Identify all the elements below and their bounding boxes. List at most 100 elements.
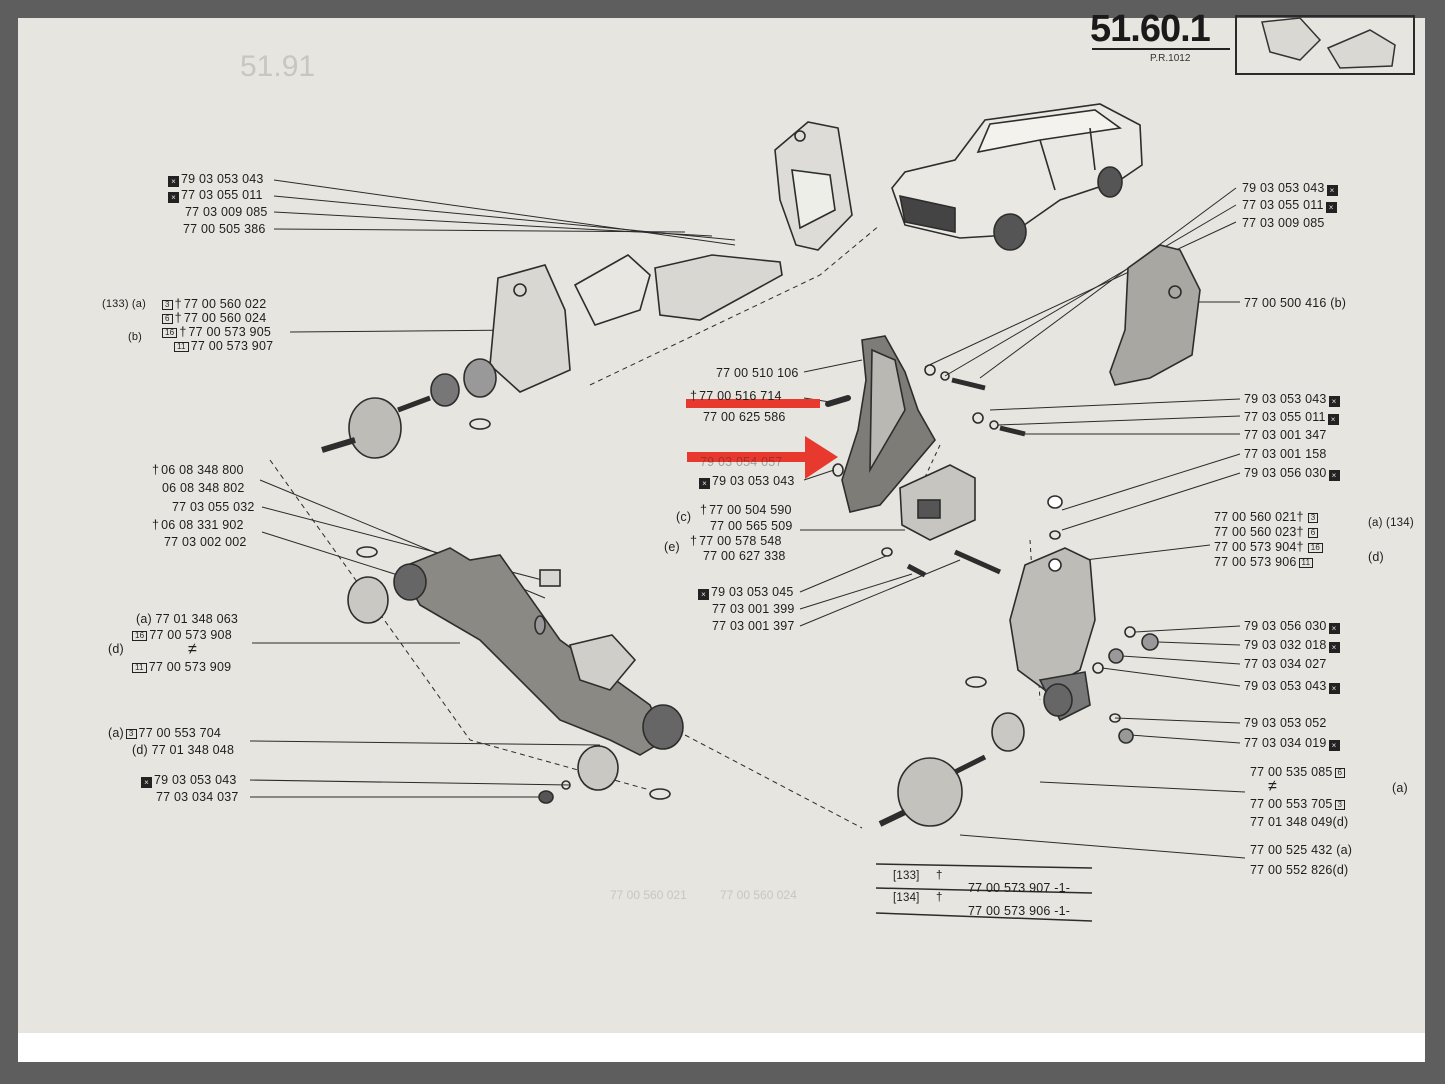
leader-line (924, 221, 1237, 368)
callout-label: 77 03 001 158 (1244, 447, 1327, 461)
cross-icon: † (936, 892, 943, 904)
callout-label: 77 00 627 338 (703, 549, 786, 563)
callout-label: 16†77 00 573 905 (160, 325, 271, 340)
leader-line (989, 398, 1241, 411)
catalog-page (18, 18, 1425, 1062)
leader-line (273, 228, 686, 233)
callout-tag: (e) (664, 540, 680, 554)
callout-label: 77 00 552 826(d) (1250, 863, 1349, 877)
cross-box-icon: × (699, 478, 710, 489)
leader-line (249, 779, 571, 786)
annotation-arrow-shaft (687, 452, 807, 462)
callout-label: 77 03 055 011× (1244, 410, 1341, 425)
leader-line (799, 559, 961, 627)
table-rule (875, 912, 1093, 922)
callout-label: (a) 77 01 348 063 (136, 612, 239, 626)
annotation-arrows (686, 399, 838, 479)
leader-line (1114, 717, 1241, 724)
callout-label: 79 03 054 057 (700, 455, 783, 469)
callout-label: †06 08 331 902 (152, 518, 244, 532)
callout-tag: (b) (128, 331, 143, 343)
header-thumbnail-frame (1235, 15, 1415, 75)
cross-box-icon: × (1327, 414, 1339, 425)
cross-box-icon: × (1328, 683, 1340, 694)
leader-line (1121, 655, 1241, 665)
callout-label: 77 03 055 032 (172, 500, 255, 514)
callout-tag: (d) (108, 642, 124, 656)
leader-line (803, 359, 863, 373)
annotation-arrowhead (805, 436, 838, 479)
cross-box-icon: × (1326, 185, 1338, 196)
callout-label: 77 00 560 021†3 (1214, 510, 1320, 525)
right-heat-shield (1109, 244, 1201, 386)
cross-box-icon: × (1328, 740, 1340, 751)
callout-label: 6†77 00 560 024 (160, 311, 266, 326)
section-number: 51.60.1 (1090, 8, 1211, 50)
bleed-through-text: 77 00 560 021 (610, 888, 687, 902)
callout-label: 77 03 002 002 (164, 535, 247, 549)
leader-line (959, 834, 1246, 859)
leader-line (1134, 625, 1241, 633)
cross-box-icon: × (168, 192, 179, 203)
callout-label: †77 00 578 548 (690, 534, 782, 548)
callout-label: 79 03 053 043× (1244, 679, 1342, 694)
callout-label: 79 03 053 043× (1242, 181, 1340, 196)
callout-label: 77 00 625 586 (703, 410, 786, 424)
leader-line (1039, 781, 1246, 793)
callout-label: 77 03 001 397 (712, 619, 795, 633)
callout-tag: (d) (1368, 550, 1384, 564)
callout-label: 77 00 565 509 (710, 519, 793, 533)
callout-label: 79 03 032 018× (1244, 638, 1342, 653)
callout-label: 77 03 001 347 (1244, 428, 1327, 442)
mount-plate-top (774, 121, 853, 251)
callout-label: †06 08 348 800 (152, 463, 244, 477)
callout-label: 79 03 056 030× (1244, 466, 1342, 481)
assembly-line (589, 224, 881, 386)
callout-label: ×79 03 053 043 (139, 773, 237, 788)
page-reference: P.R.1012 (1150, 53, 1191, 64)
leader-line (273, 211, 713, 237)
cross-box-icon: × (1328, 623, 1340, 634)
cross-box-icon: × (141, 777, 152, 788)
callout-tag: (133) (a) (102, 298, 146, 310)
callout-label: 77 03 034 019× (1244, 736, 1342, 751)
bleed-through-text: 77 00 560 024 (720, 888, 797, 902)
callout-label: (d) 77 01 348 048 (132, 743, 235, 757)
leader-line (1061, 453, 1241, 511)
callout-label: 77 01 348 049(d) (1250, 815, 1349, 829)
callout-label: 06 08 348 802 (162, 481, 245, 495)
leader-line (1157, 641, 1241, 646)
leader-line (803, 469, 835, 481)
left-silentbloc (321, 358, 497, 459)
callout-label: ×77 03 055 011 (166, 188, 263, 203)
callout-label: 77 00 505 386 (183, 222, 266, 236)
header-rule (1092, 48, 1230, 50)
lower-crossmember (347, 546, 684, 804)
leader-line (944, 204, 1237, 377)
cross-box-icon: × (1328, 396, 1340, 407)
leader-line (249, 740, 601, 746)
callout-tag: (a) (1392, 781, 1408, 795)
callout-label: 79 03 056 030× (1244, 619, 1342, 634)
leader-line (799, 555, 887, 593)
assembly-line (684, 734, 863, 829)
right-engine-mount (965, 495, 1159, 752)
callout-label: 77 03 001 399 (712, 602, 795, 616)
callout-label: 3†77 00 560 022 (160, 297, 266, 312)
cross-box-icon: × (698, 589, 709, 600)
callout-label: 77 03 034 037 (156, 790, 239, 804)
callout-label: †77 00 504 590 (700, 503, 792, 517)
center-gearbox-bracket (825, 335, 1026, 578)
leader-line (289, 329, 521, 333)
leader-line (979, 187, 1237, 379)
table-code: [133] (893, 870, 920, 882)
leader-line (799, 573, 913, 610)
left-engine-mount (489, 254, 783, 393)
table-rule (875, 887, 1093, 894)
